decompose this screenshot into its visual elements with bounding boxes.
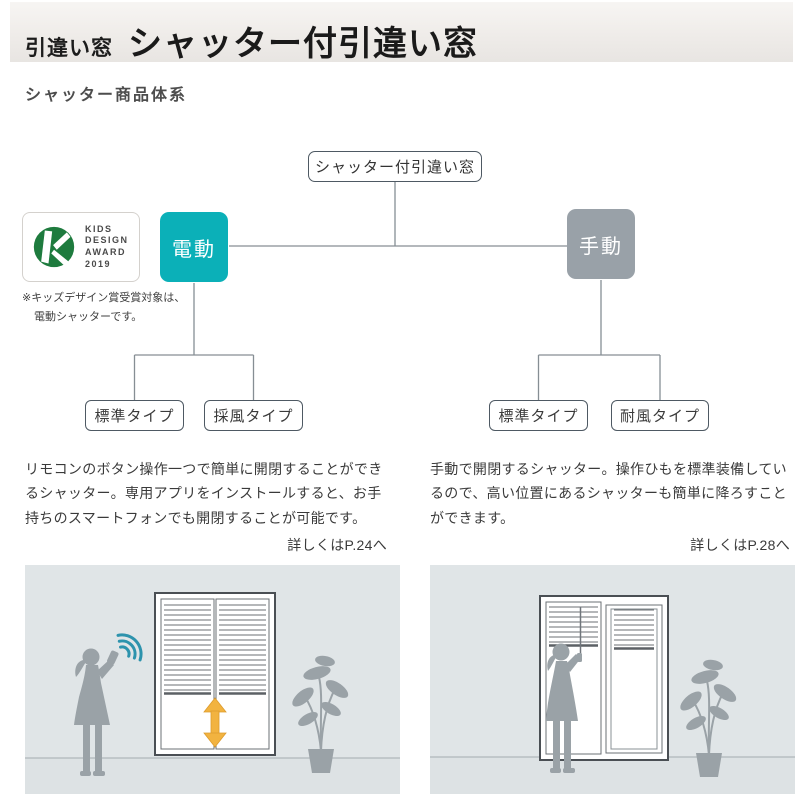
kids-design-award-badge: KIDS DESIGN AWARD 2019 bbox=[22, 212, 140, 282]
potted-plant-silhouette bbox=[292, 655, 349, 773]
wifi-waves-icon bbox=[116, 633, 143, 662]
manual-description: 手動で開閉するシャッター。操作ひもを標準装備しているので、高い位置にあるシャッタ… bbox=[430, 461, 787, 526]
shutter-window bbox=[154, 592, 276, 756]
award-note-line1: ※キッズデザイン賞受賞対象は、 bbox=[22, 292, 186, 304]
illustration-manual-svg bbox=[430, 595, 795, 794]
type-node-manual-wind-resistant: 耐風タイプ bbox=[611, 400, 709, 431]
award-line: DESIGN bbox=[85, 235, 129, 246]
award-line: 2019 bbox=[85, 258, 112, 269]
page-title: シャッター付引違い窓 bbox=[128, 25, 478, 63]
person-with-remote-silhouette bbox=[74, 648, 119, 776]
electric-more-link[interactable]: 詳しくはP.24へ bbox=[287, 537, 387, 554]
page-header: 引違い窓 シャッター付引違い窓 bbox=[10, 2, 793, 63]
electric-description: リモコンのボタン操作一つで簡単に開閉することができるシャッター。専用アプリをイン… bbox=[25, 461, 383, 526]
illustration-electric-svg bbox=[25, 592, 400, 794]
diagram-root-node: シャッター付引違い窓 bbox=[308, 151, 482, 182]
electric-branch-node: 電動 bbox=[160, 212, 228, 282]
up-down-arrow-icon bbox=[203, 697, 227, 748]
type-node-manual-standard: 標準タイプ bbox=[489, 400, 588, 431]
award-text-lines: KIDS DESIGN AWARD 2019 bbox=[85, 224, 129, 271]
manual-description-block: 手動で開閉するシャッター。操作ひもを標準装備しているので、高い位置にあるシャッタ… bbox=[430, 457, 790, 557]
manual-more-link[interactable]: 詳しくはP.28へ bbox=[690, 537, 790, 554]
manual-branch-node: 手動 bbox=[567, 209, 635, 279]
type-node-electric-ventilating: 採風タイプ bbox=[204, 400, 303, 431]
kids-design-award-k-icon bbox=[33, 226, 75, 268]
shutter-slats bbox=[549, 606, 654, 646]
potted-plant-silhouette bbox=[680, 659, 737, 777]
floor-area bbox=[25, 758, 400, 794]
award-line: AWARD bbox=[85, 247, 126, 257]
illustration-manual bbox=[430, 565, 795, 794]
type-node-electric-standard: 標準タイプ bbox=[85, 400, 184, 431]
floor-area bbox=[430, 757, 795, 794]
shutter-slats bbox=[164, 604, 266, 691]
award-note-line2: 電動シャッターです。 bbox=[34, 310, 143, 323]
electric-description-block: リモコンのボタン操作一つで簡単に開閉することができるシャッター。専用アプリをイン… bbox=[25, 457, 387, 557]
illustration-electric bbox=[25, 565, 400, 794]
award-note: ※キッズデザイン賞受賞対象は、 電動シャッターです。 bbox=[22, 289, 185, 326]
person-pulling-cord-silhouette bbox=[546, 643, 582, 773]
section-heading: シャッター商品体系 bbox=[25, 87, 188, 104]
award-line: KIDS bbox=[85, 223, 113, 234]
header-category-label: 引違い窓 bbox=[25, 37, 113, 60]
